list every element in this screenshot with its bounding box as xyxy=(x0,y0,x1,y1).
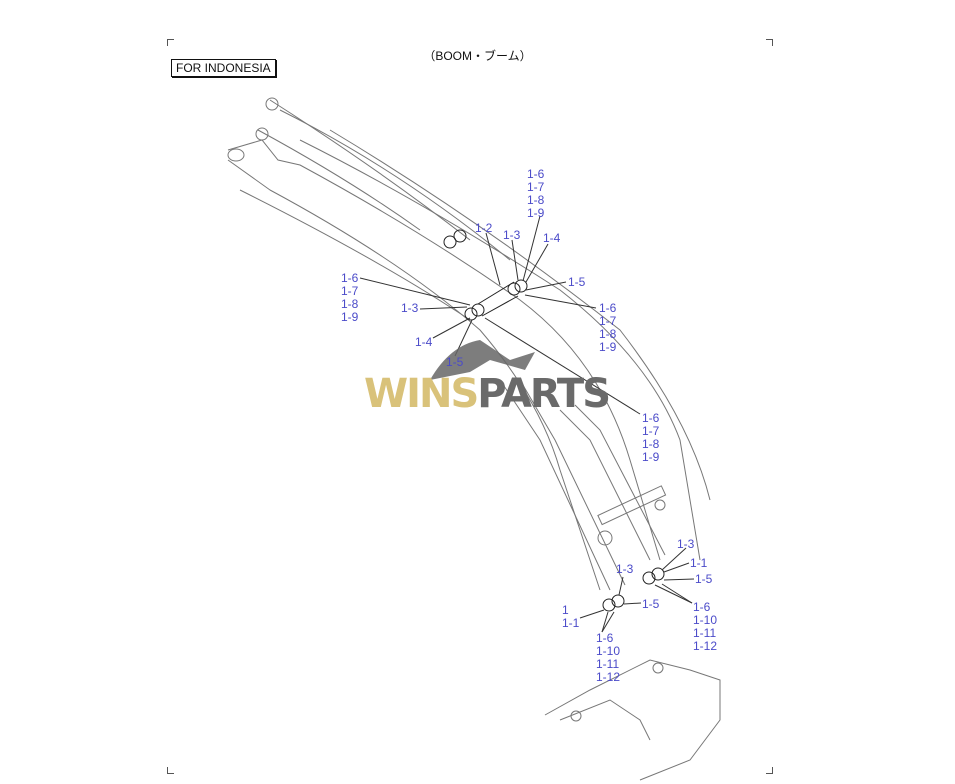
part-number: 1-9 xyxy=(599,340,617,354)
part-callout: 1-5 xyxy=(695,573,712,586)
crop-mark-tl xyxy=(167,39,174,46)
part-number: 1-12 xyxy=(596,670,621,684)
part-number: 1-4 xyxy=(415,335,433,349)
part-number: 1-1 xyxy=(690,556,708,570)
part-number: 1-7 xyxy=(599,314,617,328)
part-number: 1-5 xyxy=(446,355,464,369)
part-number: 1-11 xyxy=(596,657,620,671)
part-number: 1-3 xyxy=(401,301,419,315)
part-number: 1-6 xyxy=(527,167,545,181)
part-number: 1-7 xyxy=(341,284,359,298)
part-number: 1-8 xyxy=(599,327,617,341)
part-callout: 1-3 xyxy=(616,563,633,576)
part-callout: 1-5 xyxy=(568,276,585,289)
part-callout: 1-1 xyxy=(690,557,707,570)
part-number: 1-2 xyxy=(475,221,493,235)
part-number: 1-3 xyxy=(616,562,634,576)
part-number: 1-9 xyxy=(527,206,545,220)
part-number: 1-8 xyxy=(642,437,660,451)
part-number: 1-3 xyxy=(503,228,521,242)
part-number: 1-10 xyxy=(596,644,621,658)
part-number: 1-9 xyxy=(642,450,660,464)
part-number: 1-12 xyxy=(693,639,718,653)
part-number: 1-9 xyxy=(341,310,359,324)
part-number: 1-7 xyxy=(642,424,660,438)
part-number: 1-6 xyxy=(596,631,614,645)
part-callout: 1-3 xyxy=(677,538,694,551)
part-number: 1-8 xyxy=(341,297,359,311)
part-number: 1-10 xyxy=(693,613,718,627)
part-number: 1-8 xyxy=(527,193,545,207)
part-number: 1-5 xyxy=(695,572,713,586)
part-number: 1-6 xyxy=(599,301,617,315)
part-callout: 1-4 xyxy=(415,336,432,349)
part-callout: 1-5 xyxy=(446,356,463,369)
part-number: 1-6 xyxy=(693,600,711,614)
crop-mark-tr xyxy=(766,39,773,46)
part-callout: 1-4 xyxy=(543,232,560,245)
part-number: 1-11 xyxy=(693,626,717,640)
part-number: 1-7 xyxy=(527,180,545,194)
part-callout: 1-2 xyxy=(475,222,492,235)
part-number: 1-5 xyxy=(642,597,660,611)
diagram-title: （BOOM・ブーム） xyxy=(423,49,532,63)
part-number: 1-6 xyxy=(642,411,660,425)
crop-mark-bl xyxy=(167,767,174,774)
crop-mark-br xyxy=(766,767,773,774)
part-callout: 1-5 xyxy=(642,598,659,611)
part-number: 1-5 xyxy=(568,275,586,289)
part-callout: 1-3 xyxy=(503,229,520,242)
part-callout: 1-3 xyxy=(401,302,418,315)
region-badge: FOR INDONESIA xyxy=(171,59,276,77)
part-number: 1-1 xyxy=(562,616,580,630)
part-number: 1 xyxy=(562,603,569,617)
part-number: 1-4 xyxy=(543,231,561,245)
winsparts-watermark-logo: WINSPARTS xyxy=(364,371,611,417)
part-number: 1-6 xyxy=(341,271,359,285)
part-number: 1-3 xyxy=(677,537,695,551)
